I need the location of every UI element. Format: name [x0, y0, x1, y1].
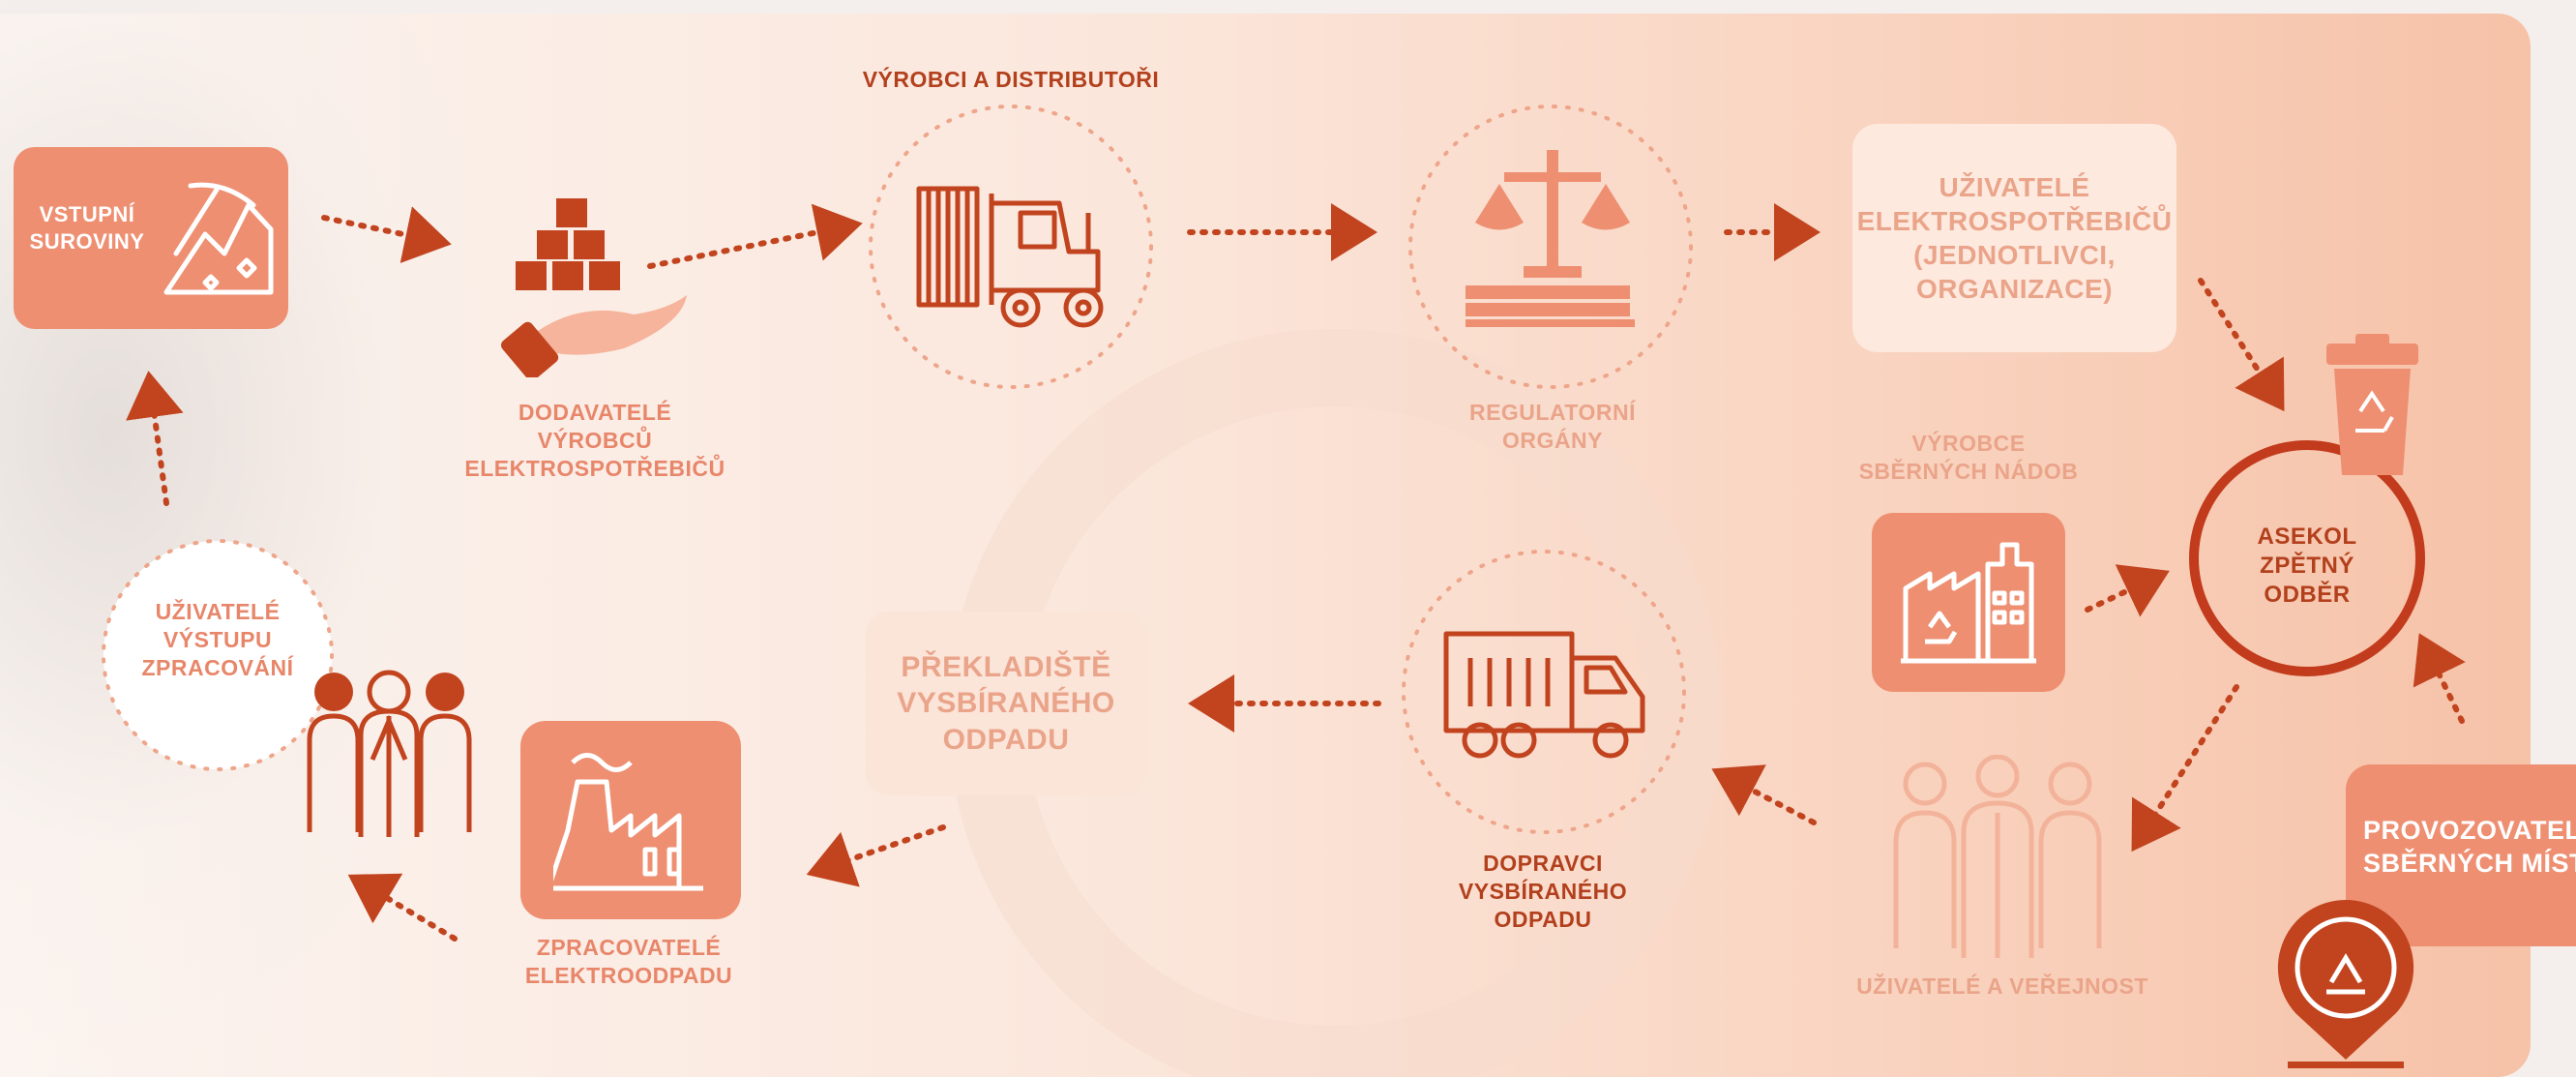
vyrobci-label: VÝROBCI A DISTRIBUTOŘI	[862, 67, 1160, 92]
forklift-icon	[916, 186, 1104, 328]
zpracovatele-label: ZPRACOVATELÉ ELEKTROODPADU	[524, 935, 733, 988]
recycle-bin-icon	[2326, 334, 2418, 475]
people-icon	[1893, 755, 2102, 958]
dopravci-label: DOPRAVCI VYSBÍRANÉHO ODPADU	[1458, 851, 1628, 932]
node-provozovatele: PROVOZOVATELÉ SBĚRNÝCH MÍST	[2346, 764, 2576, 946]
uzivatele-elektro-label: UŽIVATELÉ ELEKTROSPOTŘEBIČŮ (JEDNOTLIVCI…	[1856, 172, 2173, 304]
asekol-label: ASEKOL ZPĚTNÝ ODBĚR	[2257, 524, 2357, 608]
pickaxe-icon	[163, 182, 274, 295]
node-uzivatele-elektro: UŽIVATELÉ ELEKTROSPOTŘEBIČŮ (JEDNOTLIVCI…	[1852, 124, 2176, 352]
uzivatele-vystupu-label: UŽIVATELÉ VÝSTUPU ZPRACOVÁNÍ	[141, 599, 294, 680]
regulatorni-label: REGULATORNÍ ORGÁNY	[1468, 400, 1637, 453]
provozovatele-label: PROVOZOVATELÉ SBĚRNÝCH MÍST	[2363, 816, 2576, 878]
boxes-hand-icon	[500, 198, 687, 377]
vyrobce-nadob-label: VÝROBCE SBĚRNÝCH NÁDOB	[1858, 431, 2079, 484]
prekladiste-label: PŘEKLADIŠTĚ VYSBÍRANÉHO ODPADU	[897, 650, 1115, 756]
scales-icon	[1466, 150, 1635, 327]
truck-icon	[1443, 631, 1645, 759]
map-pin-recycle-icon	[2277, 899, 2414, 1068]
uzivatele-verejnost-label: UŽIVATELÉ A VEŘEJNOST	[1856, 973, 2148, 999]
refinery-icon	[553, 752, 703, 890]
factory-icon	[1901, 542, 2036, 663]
node-prekladiste: PŘEKLADIŠTĚ VYSBÍRANÉHO ODPADU	[866, 612, 1146, 795]
dodavatele-label: DODAVATELÉ VÝROBCŮ ELEKTROSPOTŘEBIČŮ	[464, 400, 725, 481]
vstupni-suroviny-label: VSTUPNÍ SUROVINY	[29, 202, 145, 254]
node-vyrobce-nadob	[1872, 513, 2065, 692]
node-vstupni-suroviny: VSTUPNÍ SUROVINY	[14, 147, 288, 329]
node-zpracovatele	[520, 721, 741, 919]
workers-icon	[307, 670, 472, 837]
